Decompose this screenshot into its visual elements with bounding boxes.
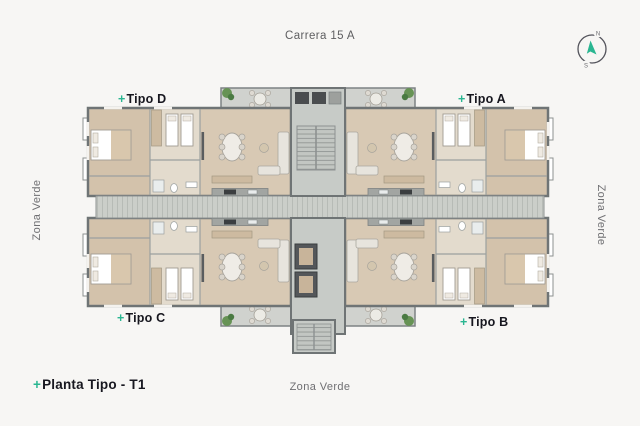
unit-tipo-a (343, 86, 555, 198)
stairs-upper (296, 125, 336, 171)
green-zone-label-right: Zona Verde (595, 184, 607, 246)
unit-label-text: Tipo D (126, 92, 167, 106)
compass-north-label: N (596, 32, 600, 38)
elevator-2 (294, 271, 318, 298)
unit-label-tipo-b: +Tipo B (460, 315, 508, 329)
unit-label-text: Tipo B (468, 315, 509, 329)
stairs-lower (292, 319, 336, 354)
corridor (95, 195, 545, 219)
green-zone-label-bottom: Zona Verde (289, 381, 351, 393)
plus-icon: + (460, 315, 468, 329)
plus-icon: + (458, 92, 466, 106)
compass-south-label: S (584, 64, 588, 70)
unit-label-tipo-c: +Tipo C (117, 311, 165, 325)
unit-label-text: Tipo A (466, 92, 506, 106)
page-title-text: Planta Tipo - T1 (42, 377, 146, 392)
central-core (290, 87, 346, 354)
compass-needle (586, 40, 597, 55)
unit-tipo-c (81, 216, 293, 328)
elevator-1 (294, 243, 318, 270)
green-zone-label-left: Zona Verde (31, 179, 43, 241)
compass-icon: N S (577, 28, 607, 70)
plus-icon: + (117, 311, 125, 325)
street-label: Carrera 15 A (285, 30, 355, 42)
unit-tipo-b (343, 216, 555, 328)
unit-label-tipo-a: +Tipo A (458, 92, 506, 106)
unit-tipo-d (81, 86, 293, 198)
page-title: +Planta Tipo - T1 (33, 377, 146, 392)
storage-box (312, 92, 326, 104)
plus-icon: + (33, 377, 42, 392)
plus-icon: + (118, 92, 126, 106)
unit-label-text: Tipo C (125, 311, 166, 325)
storage-box (295, 92, 309, 104)
unit-label-tipo-d: +Tipo D (118, 92, 166, 106)
